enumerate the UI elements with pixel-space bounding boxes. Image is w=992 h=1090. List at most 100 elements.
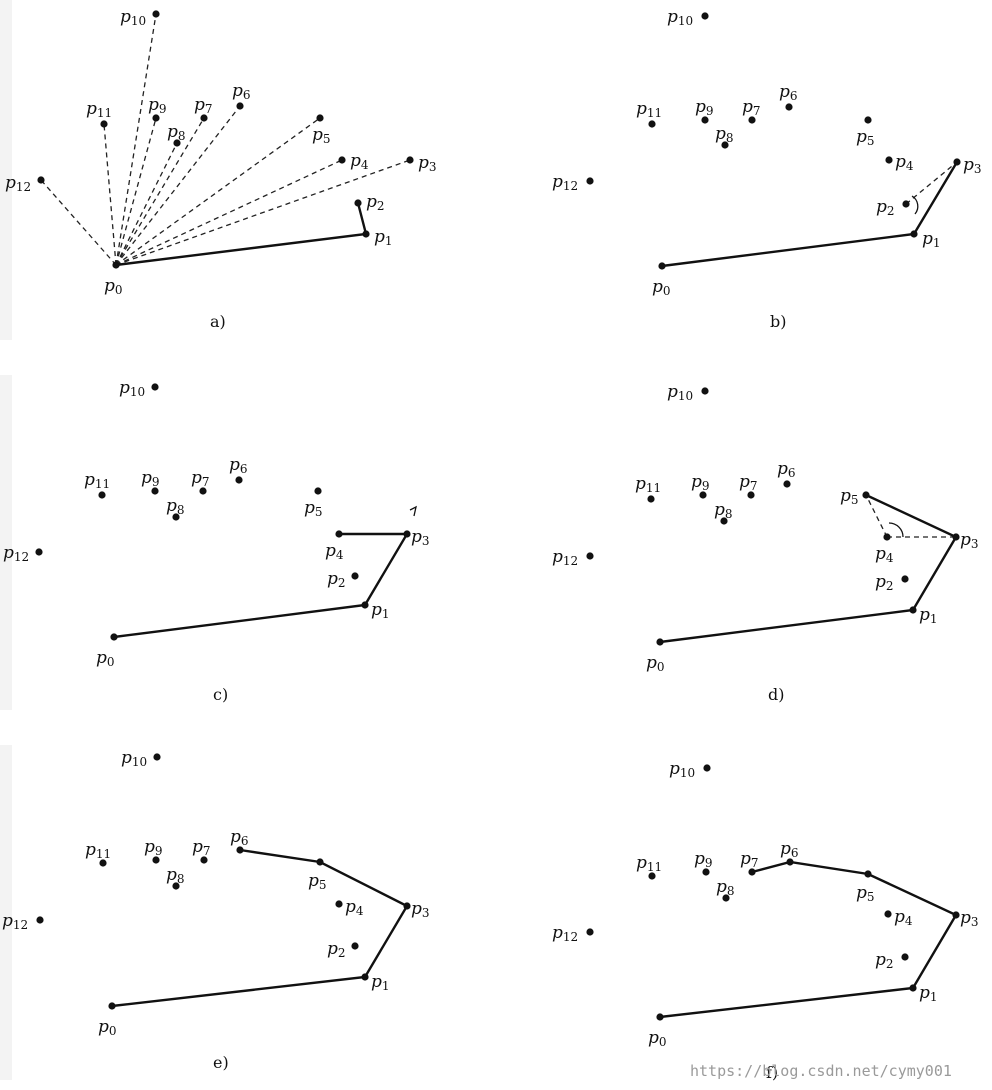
point-p5 (864, 870, 872, 878)
point-p1 (361, 973, 369, 981)
caption-e: e) (213, 1053, 229, 1072)
point-p11 (98, 491, 106, 499)
label-p1: p1 (371, 972, 390, 993)
label-p2: p2 (327, 939, 346, 960)
point-p11 (99, 859, 107, 867)
label-p5: p5 (840, 486, 859, 507)
label-p0: p0 (104, 276, 123, 297)
point-p3 (953, 158, 961, 166)
point-p1 (909, 984, 917, 992)
point-p7 (748, 868, 756, 876)
dashed-ray-p6 (115, 105, 241, 266)
point-p10 (152, 10, 160, 18)
label-p11: p11 (636, 99, 662, 120)
point-p8 (172, 882, 180, 890)
point-p10 (153, 753, 161, 761)
label-p8: p8 (715, 124, 734, 145)
label-p6: p6 (230, 827, 249, 848)
label-p5: p5 (304, 498, 323, 519)
point-p3 (403, 530, 411, 538)
watermark-text: https://blog.csdn.net/cymy001 (690, 1062, 952, 1080)
label-p1: p1 (371, 600, 390, 621)
point-p2 (901, 953, 909, 961)
point-p2 (351, 942, 359, 950)
point-p8 (722, 894, 730, 902)
left-edge-shade-c (0, 375, 12, 710)
label-p11: p11 (85, 840, 111, 861)
point-p3 (952, 911, 960, 919)
point-p0 (108, 1002, 116, 1010)
point-p5 (862, 491, 870, 499)
label-p1: p1 (919, 983, 938, 1004)
label-p0: p0 (96, 648, 115, 669)
point-p0 (656, 1013, 664, 1021)
point-p8 (172, 513, 180, 521)
point-p12 (586, 928, 594, 936)
point-p3 (406, 156, 414, 164)
label-p0: p0 (648, 1028, 667, 1049)
label-p12: p12 (552, 172, 578, 193)
point-p7 (200, 114, 208, 122)
point-p5 (314, 487, 322, 495)
left-edge-shade-a (0, 0, 12, 340)
label-p7: p7 (192, 837, 211, 858)
point-p2 (354, 199, 362, 207)
label-p3: p3 (960, 908, 979, 929)
point-p4 (884, 910, 892, 918)
dashed-ray-p11 (103, 123, 117, 266)
point-p12 (586, 177, 594, 185)
caption-f: f) (766, 1063, 778, 1082)
point-p12 (35, 548, 43, 556)
point-p9 (151, 487, 159, 495)
label-p12: p12 (3, 543, 29, 564)
point-p0 (656, 638, 664, 646)
stray-mark (409, 505, 417, 517)
point-p12 (37, 176, 45, 184)
label-p4: p4 (875, 544, 894, 565)
label-p10: p10 (119, 378, 145, 399)
label-p10: p10 (667, 7, 693, 28)
point-p2 (902, 200, 910, 208)
label-p5: p5 (856, 127, 875, 148)
label-p10: p10 (120, 7, 146, 28)
label-p4: p4 (350, 151, 369, 172)
label-p12: p12 (552, 923, 578, 944)
label-p3: p3 (411, 527, 430, 548)
point-p0 (112, 261, 120, 269)
hull-chain-c (113, 532, 410, 639)
label-p9: p9 (148, 95, 167, 116)
point-p3 (952, 533, 960, 541)
label-p1: p1 (919, 605, 938, 626)
point-p6 (786, 858, 794, 866)
label-p4: p4 (895, 152, 914, 173)
point-p6 (236, 102, 244, 110)
caption-b: b) (770, 312, 786, 331)
dashed-ray-p3 (115, 159, 411, 266)
point-p10 (701, 387, 709, 395)
point-p7 (200, 856, 208, 864)
point-p10 (703, 764, 711, 772)
label-p11: p11 (86, 99, 112, 120)
point-p2 (351, 572, 359, 580)
label-p11: p11 (84, 470, 110, 491)
label-p11: p11 (636, 853, 662, 874)
label-p12: p12 (2, 911, 28, 932)
label-p8: p8 (166, 496, 185, 517)
point-p1 (909, 606, 917, 614)
label-p2: p2 (876, 197, 895, 218)
point-p7 (747, 491, 755, 499)
point-p11 (647, 495, 655, 503)
label-p8: p8 (167, 122, 186, 143)
point-p1 (361, 601, 369, 609)
point-p8 (720, 517, 728, 525)
point-p1 (362, 230, 370, 238)
dashed-segment-p4-p5 (865, 494, 888, 538)
label-p4: p4 (325, 541, 344, 562)
point-p4 (883, 533, 891, 541)
label-p8: p8 (714, 500, 733, 521)
label-p10: p10 (669, 759, 695, 780)
label-p12: p12 (5, 173, 31, 194)
